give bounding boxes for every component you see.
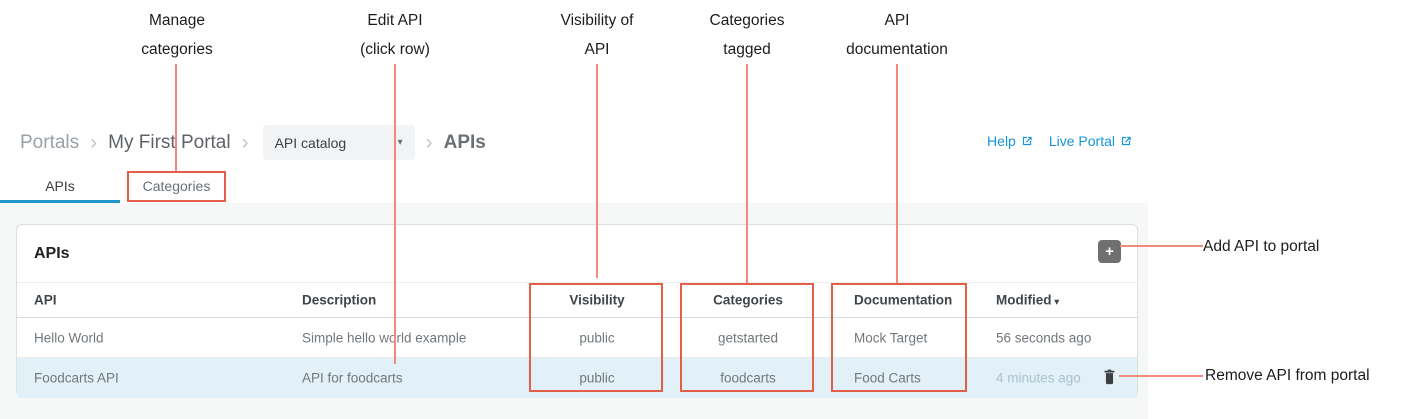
annotation-line: Edit API — [367, 12, 423, 29]
annotation-line: API — [884, 12, 910, 29]
page-section-dropdown[interactable]: API catalog ▾ — [262, 125, 415, 160]
annotation-line-edit-api — [394, 64, 396, 364]
annotation-add-api-label: Add API to portal — [1203, 238, 1320, 255]
annotation-box-categories-column — [680, 283, 814, 392]
plus-icon: + — [1105, 243, 1114, 260]
page-section-dropdown-value: API catalog — [274, 134, 347, 151]
column-header-modified-label: Modified — [996, 292, 1052, 308]
annotation-box-documentation-column — [831, 283, 967, 392]
annotation-visibility-of-api: Visibility of API — [517, 6, 677, 64]
cell-visibility: public — [579, 370, 615, 386]
cell-modified: 4 minutes ago — [996, 370, 1081, 386]
annotation-line: (click row) — [360, 41, 430, 58]
remove-api-button[interactable] — [1100, 368, 1118, 388]
column-header-api: API — [34, 292, 57, 308]
annotation-manage-categories: Manage categories — [97, 6, 257, 64]
annotation-line-remove-api — [1119, 375, 1203, 377]
cell-api: Hello World — [34, 330, 104, 345]
cell-visibility: public — [579, 330, 615, 345]
annotation-line: API — [584, 41, 610, 58]
annotation-line: Visibility of — [560, 12, 634, 29]
header-links: Help Live Portal — [986, 133, 1133, 149]
trash-icon — [1101, 366, 1118, 391]
add-api-button[interactable]: + — [1098, 240, 1121, 263]
external-link-icon — [1119, 134, 1133, 148]
column-header-visibility: Visibility — [569, 292, 625, 308]
annotation-line: Categories — [709, 12, 785, 29]
annotation-line: categories — [141, 41, 213, 58]
external-link-icon — [1020, 134, 1034, 148]
annotation-line-add-api — [1120, 245, 1203, 247]
active-tab-indicator — [0, 200, 120, 203]
column-header-modified[interactable]: Modified▾ — [996, 293, 1131, 308]
breadcrumb: Portals › My First Portal › API catalog … — [20, 124, 486, 161]
annotation-edit-api: Edit API (click row) — [315, 6, 475, 64]
cell-modified: 56 seconds ago — [996, 330, 1092, 345]
tab-apis[interactable]: APIs — [45, 178, 75, 194]
annotation-api-documentation: API documentation — [817, 6, 977, 64]
annotation-line-categories — [746, 64, 748, 283]
chevron-right-icon: › — [241, 130, 249, 154]
chevron-right-icon: › — [425, 130, 433, 154]
column-header-documentation: Documentation — [854, 292, 953, 308]
apis-card-header: APIs + — [17, 225, 1137, 282]
help-link-label: Help — [987, 133, 1016, 149]
breadcrumb-portals[interactable]: Portals — [20, 131, 80, 153]
tab-categories[interactable]: Categories — [142, 178, 211, 194]
cell-documentation: Mock Target — [854, 330, 928, 345]
tab-bar: APIs Categories — [0, 172, 1148, 203]
column-header-description: Description — [302, 292, 377, 308]
annotation-line-visibility — [596, 64, 598, 278]
annotation-line: documentation — [846, 41, 948, 58]
column-header-categories: Categories — [713, 292, 783, 308]
chevron-down-icon: ▾ — [397, 137, 403, 148]
annotation-line: tagged — [723, 41, 771, 58]
cell-api: Foodcarts API — [34, 370, 119, 386]
apis-card-title: APIs — [34, 244, 70, 262]
cell-categories: foodcarts — [720, 370, 776, 386]
annotation-line-manage-categories — [175, 64, 177, 171]
live-portal-link[interactable]: Live Portal — [1049, 133, 1133, 149]
cell-description: Simple hello world example — [302, 330, 467, 345]
cell-description: API for foodcarts — [302, 370, 403, 386]
breadcrumb-current-page: APIs — [443, 131, 486, 153]
cell-documentation: Food Carts — [854, 370, 921, 386]
annotation-line-documentation — [896, 64, 898, 283]
annotation-remove-api-label: Remove API from portal — [1205, 367, 1370, 384]
chevron-right-icon: › — [90, 130, 98, 154]
live-portal-link-label: Live Portal — [1048, 133, 1115, 149]
table-row-hello-world[interactable]: Hello World Simple hello world example p… — [17, 318, 1137, 358]
annotation-box-categories-tab — [127, 171, 226, 202]
breadcrumb-portal-name[interactable]: My First Portal — [108, 131, 231, 153]
annotation-line: Manage — [148, 12, 205, 29]
sort-desc-icon: ▾ — [1054, 296, 1060, 307]
annotation-categories-tagged: Categories tagged — [667, 6, 827, 64]
cell-categories: getstarted — [717, 330, 779, 345]
table-header-row: API Description Visibility Categories Do… — [17, 282, 1137, 318]
help-link[interactable]: Help — [987, 133, 1034, 149]
annotation-box-visibility-column — [529, 283, 663, 392]
